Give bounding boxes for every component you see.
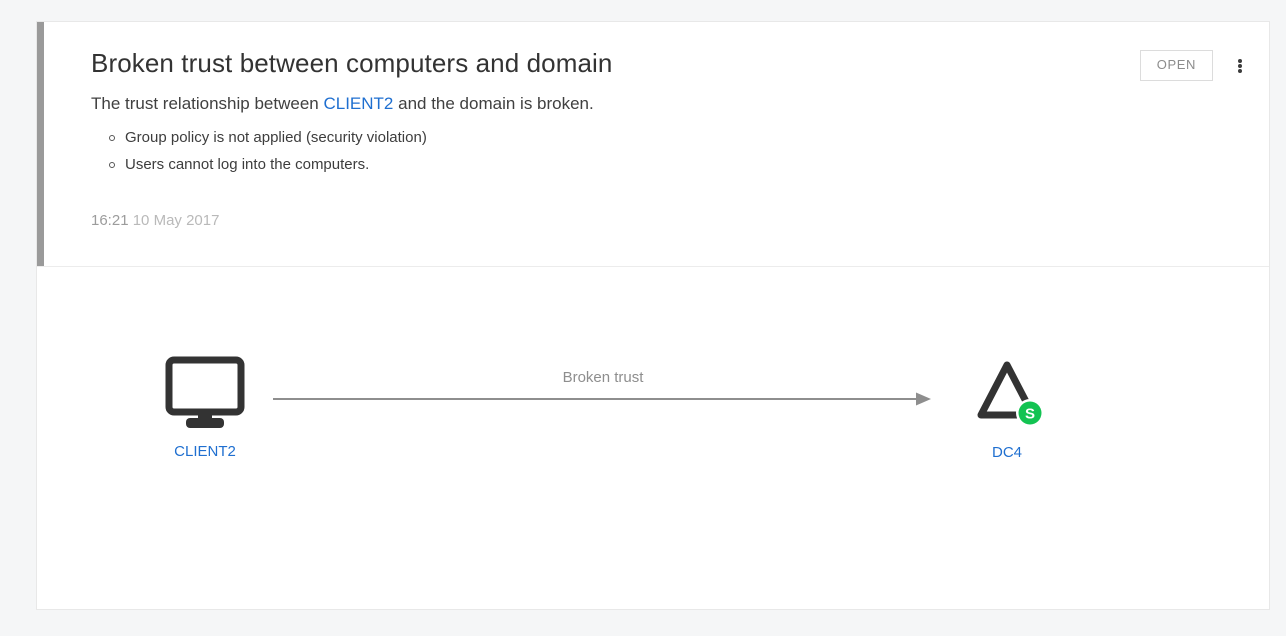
open-button[interactable]: OPEN (1139, 50, 1213, 81)
sync-badge-icon: S (1016, 399, 1044, 427)
monitor-icon (165, 356, 245, 428)
page-title: Broken trust between computers and domai… (91, 48, 613, 78)
kebab-dot (1238, 68, 1242, 73)
list-item-label: Users cannot log into the computers. (125, 156, 370, 173)
bullet-icon (109, 161, 115, 168)
list-item-label: Group policy is not applied (security vi… (125, 129, 427, 146)
severity-accent-bar (37, 22, 44, 267)
symptom-list: Group policy is not applied (security vi… (91, 124, 1245, 178)
svg-text:S: S (1025, 406, 1035, 423)
triangle-domain-icon: S (977, 361, 1044, 427)
alert-card: Broken trust between computers and domai… (36, 21, 1270, 610)
edge-label: Broken trust (562, 369, 644, 386)
subtitle-client-link[interactable]: CLIENT2 (323, 94, 394, 113)
node-client2[interactable]: CLIENT2 (125, 356, 285, 460)
card-header: Broken trust between computers and domai… (37, 22, 1269, 267)
timestamp: 16:21 10 May 2017 (91, 211, 1245, 231)
kebab-dot (1238, 58, 1242, 63)
subtitle-text-after: and the domain is broken. (393, 94, 594, 113)
list-item: Group policy is not applied (security vi… (109, 124, 1245, 151)
node-dc4-label: DC4 (991, 444, 1022, 461)
node-dc4[interactable]: S DC4 (927, 353, 1087, 461)
card-subtitle: The trust relationship between CLIENT2 a… (91, 92, 1245, 116)
list-item: Users cannot log into the computers. (109, 151, 1245, 178)
card-header-content: Broken trust between computers and domai… (91, 46, 1245, 231)
topology-diagram: Broken trust CLIENT2 (37, 268, 1269, 609)
card-header-actions: OPEN (1139, 50, 1251, 81)
bullet-icon (109, 134, 115, 141)
timestamp-date: 10 May 2017 (132, 212, 220, 229)
node-client2-label: CLIENT2 (174, 443, 236, 460)
kebab-menu-icon[interactable] (1229, 55, 1251, 77)
kebab-dot (1238, 63, 1242, 68)
timestamp-time: 16:21 (91, 212, 129, 229)
edge-arrow-line (273, 392, 931, 406)
subtitle-text-before: The trust relationship between (91, 94, 324, 113)
